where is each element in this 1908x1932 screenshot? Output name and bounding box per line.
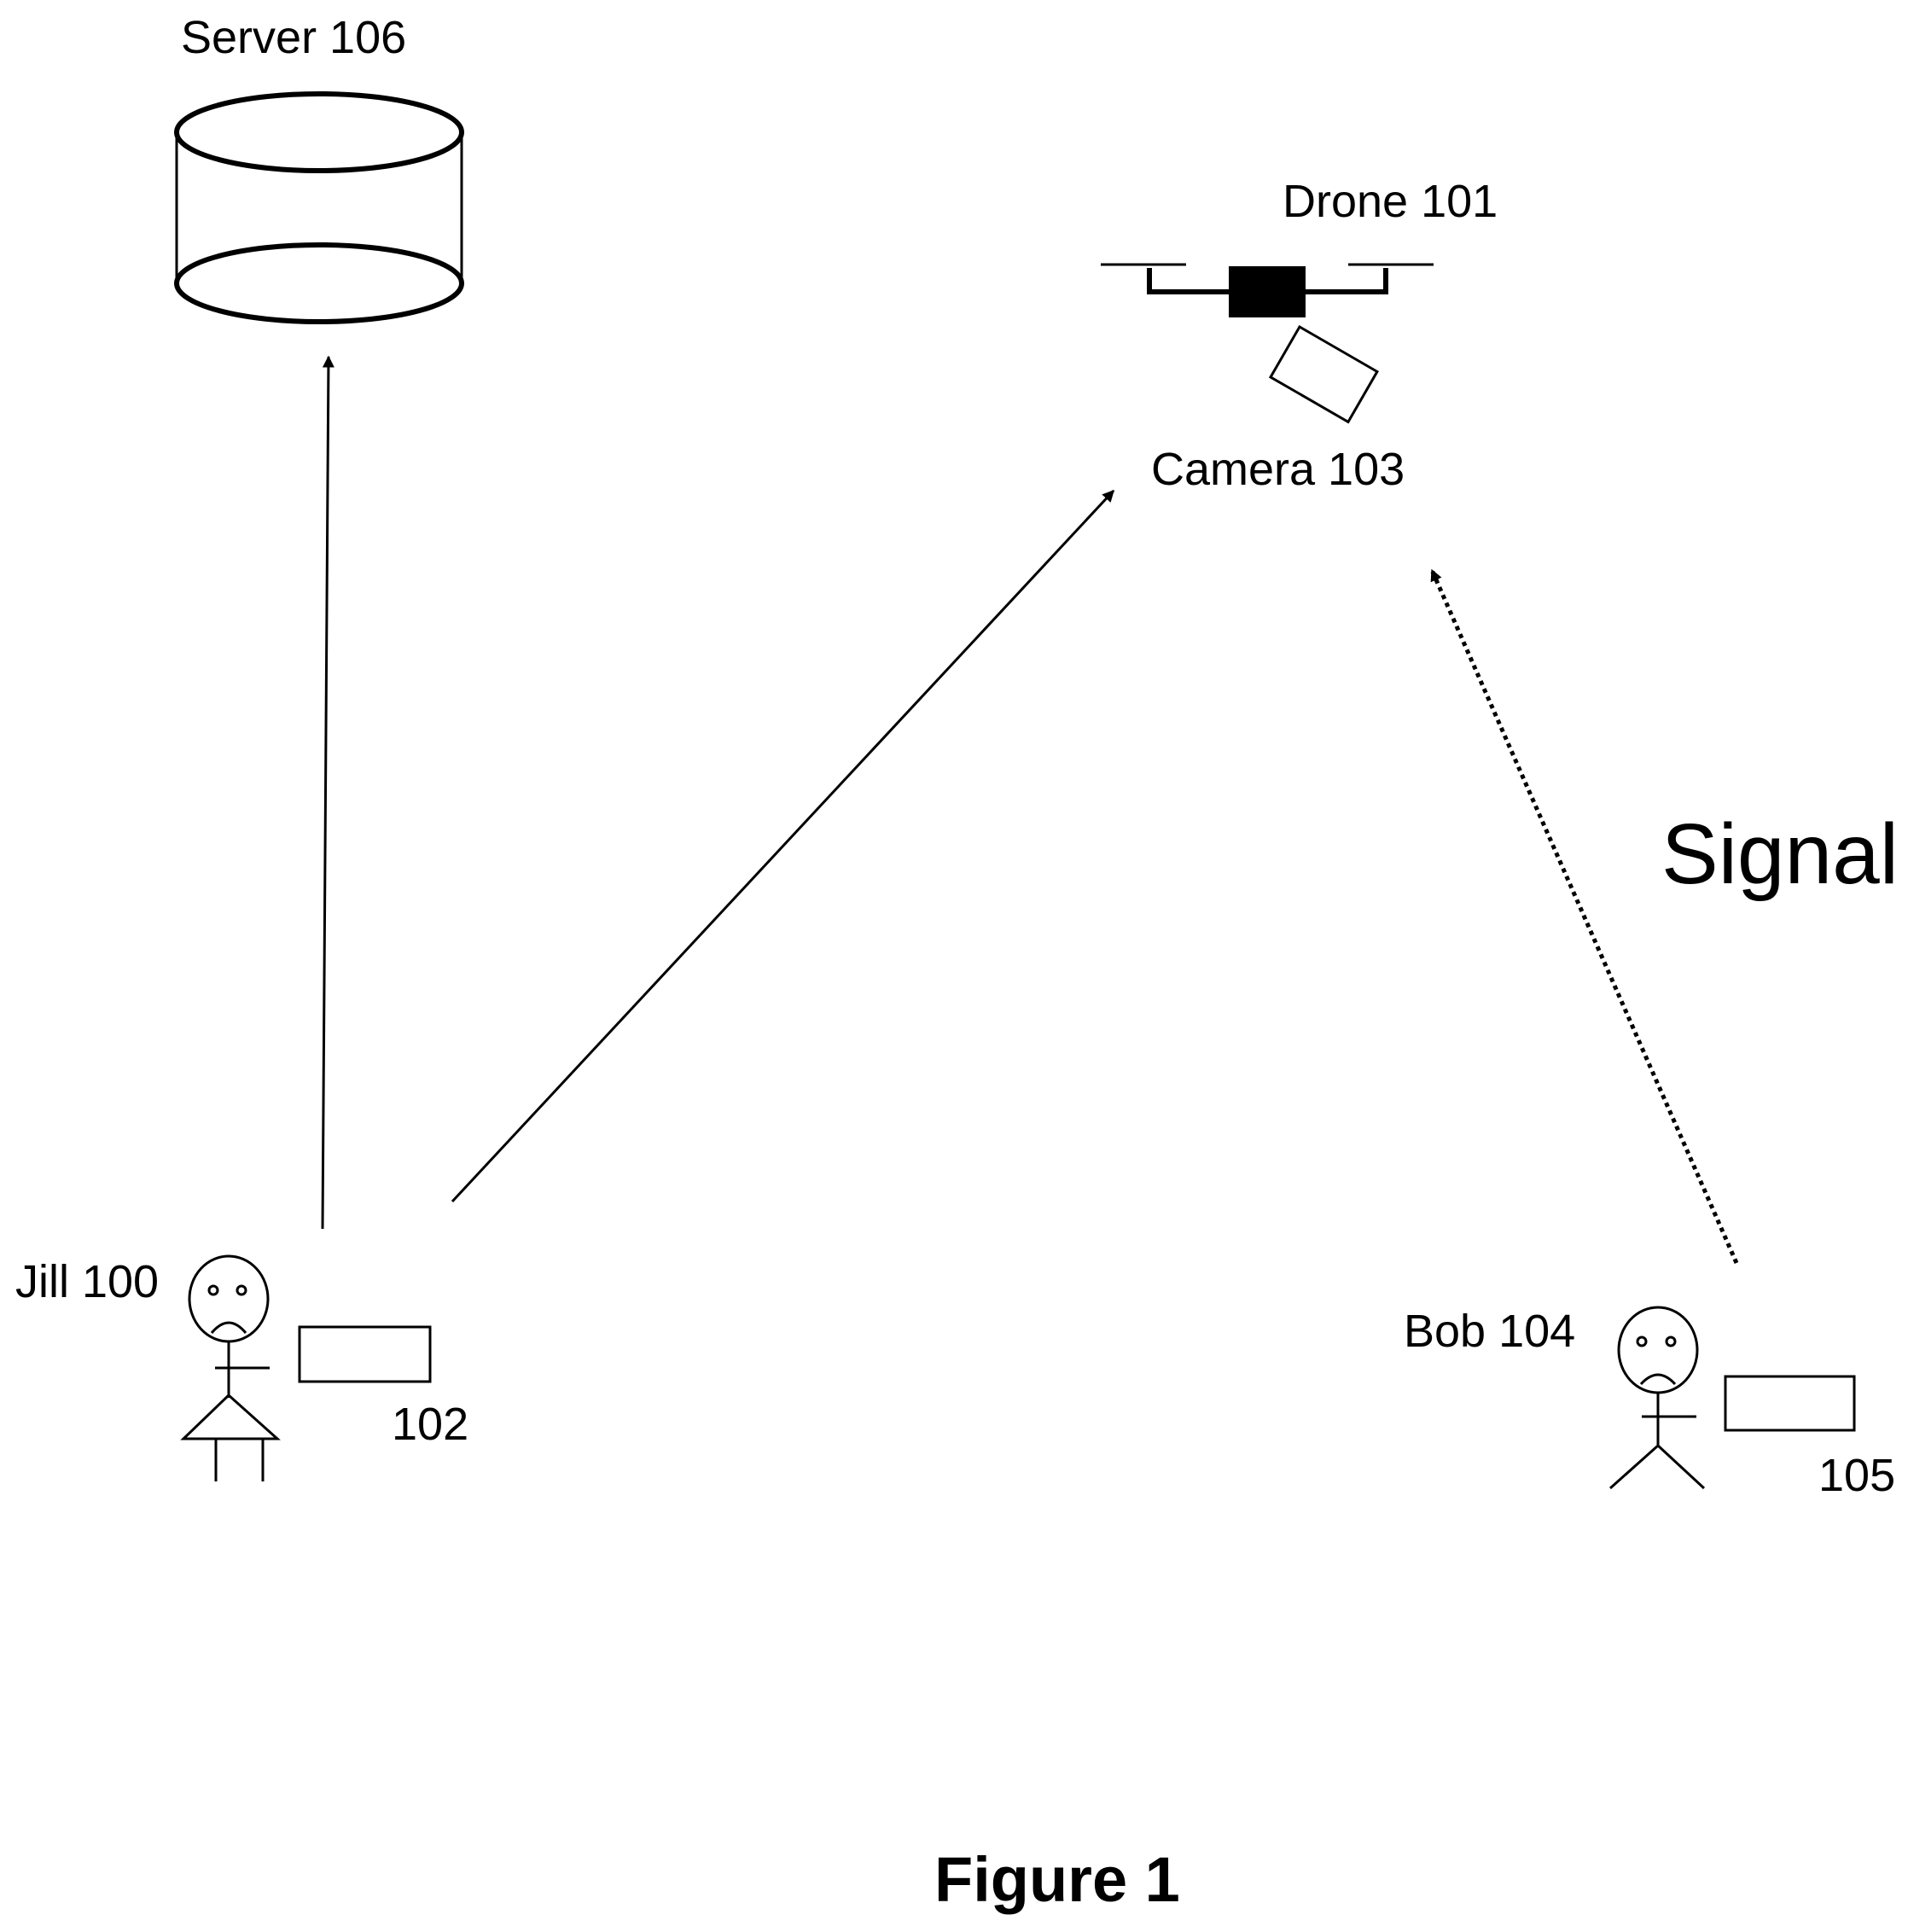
arrow-device-to-drone xyxy=(452,491,1114,1202)
device-102 xyxy=(300,1327,430,1382)
device-105-label: 105 xyxy=(1818,1450,1895,1501)
device-102-label: 102 xyxy=(392,1399,468,1450)
dotted-signal-arrow xyxy=(1432,570,1736,1263)
drone-label: Drone 101 xyxy=(1283,176,1498,227)
jill-label: Jill 100 xyxy=(15,1256,159,1307)
server-106: Server 106 xyxy=(177,12,462,322)
drone-101: Drone 101 Camera 103 xyxy=(1101,176,1498,495)
bob-label: Bob 104 xyxy=(1404,1306,1575,1357)
signal-label: Signal xyxy=(1661,806,1899,902)
drone-icon xyxy=(1101,265,1434,317)
sad-person-icon xyxy=(1610,1307,1704,1488)
camera-103-icon xyxy=(1271,327,1377,422)
arrow-jill-to-server xyxy=(323,357,329,1229)
server-cylinder-icon xyxy=(177,94,462,322)
jill-100: Jill 100 102 xyxy=(15,1256,468,1481)
bob-104: Bob 104 105 xyxy=(1404,1306,1895,1501)
figure-caption: Figure 1 xyxy=(934,1844,1180,1915)
sad-person-icon xyxy=(183,1256,277,1481)
server-label: Server 106 xyxy=(181,12,406,63)
device-105 xyxy=(1725,1376,1854,1430)
camera-label: Camera 103 xyxy=(1151,444,1405,495)
